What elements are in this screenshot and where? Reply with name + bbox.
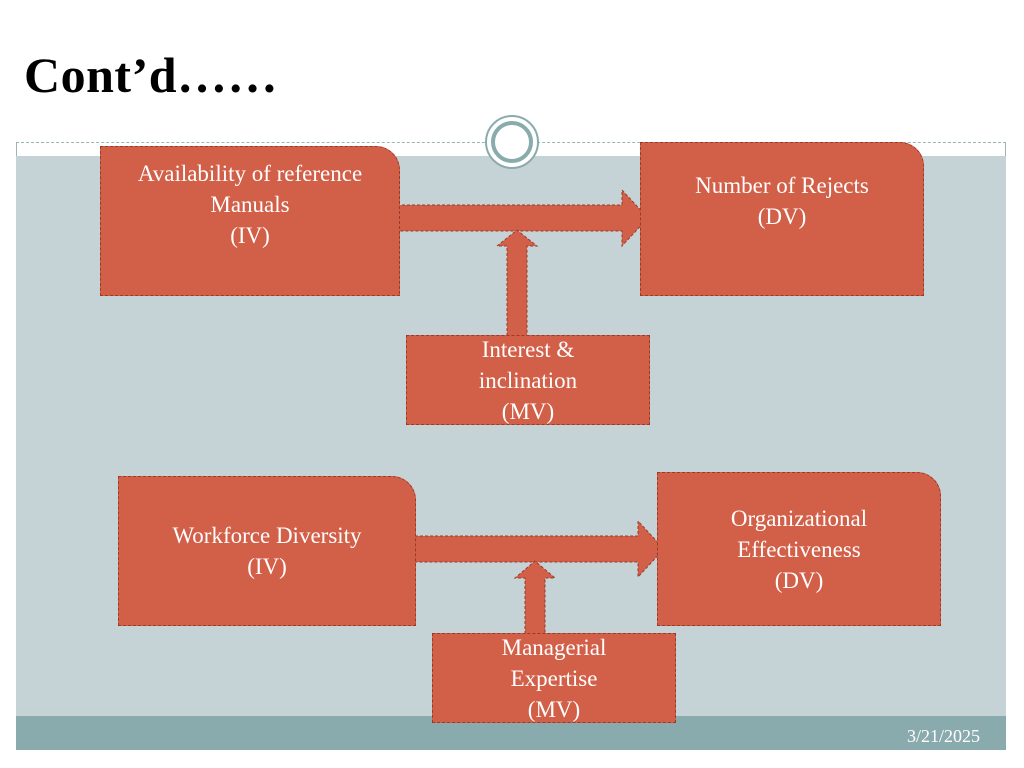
box-text-line: Effectiveness	[737, 536, 861, 562]
box-text-line: Manuals	[210, 191, 290, 217]
box-text-line: Organizational	[730, 505, 868, 531]
box-text-line: Workforce Diversity	[172, 523, 362, 548]
box-text-line: (DV)	[774, 567, 824, 593]
box-text-line: Interest &	[481, 336, 575, 362]
dv-box-organizational-effectiveness: Organizational Effectiveness (DV)	[657, 472, 941, 626]
mv-box-interest-inclination: Interest & inclination (MV)	[406, 335, 650, 425]
box-text-line: Number of Rejects	[695, 173, 869, 198]
arrow-mv-to-link-1	[495, 229, 539, 337]
box-text-line: Availability of reference	[137, 160, 363, 186]
arrow-mv-to-link-2	[513, 560, 557, 635]
decorative-circle-inner	[491, 121, 533, 163]
arrow-iv-to-dv-2	[399, 519, 665, 579]
slide-date: 3/21/2025	[906, 726, 980, 746]
slide-title: Cont’d……	[24, 47, 279, 103]
dv-box-number-of-rejects: Number of Rejects (DV)	[640, 142, 924, 296]
box-text-line: inclination	[478, 367, 578, 393]
box-text-line: (MV)	[527, 696, 581, 722]
box-text-line: (MV)	[501, 398, 555, 424]
box-text-line: (IV)	[230, 222, 270, 248]
box-text-line: (IV)	[247, 554, 287, 579]
box-text-line: Managerial	[501, 634, 607, 660]
iv-box-workforce-diversity: Workforce Diversity (IV)	[118, 476, 416, 626]
mv-box-managerial-expertise: Managerial Expertise (MV)	[432, 633, 676, 723]
arrow-iv-to-dv-1	[381, 188, 649, 248]
box-text-line: (DV)	[757, 204, 807, 229]
iv-box-reference-manuals: Availability of reference Manuals (IV)	[100, 146, 400, 296]
box-text-line: Expertise	[510, 665, 598, 691]
